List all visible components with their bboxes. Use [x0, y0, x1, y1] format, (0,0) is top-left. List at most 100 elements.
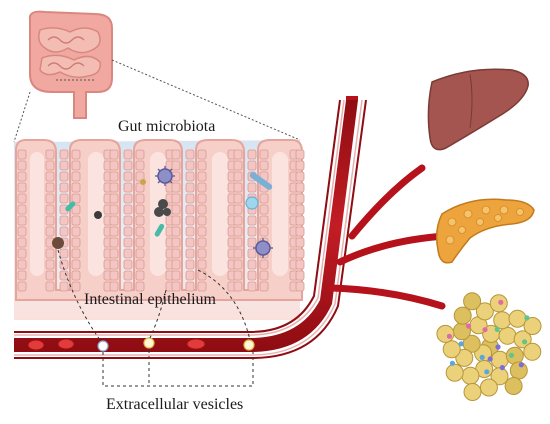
epithelial-cell [59, 182, 69, 193]
adipocyte [508, 309, 527, 328]
epithelial-cell [17, 160, 27, 171]
immune-cell-dot [446, 333, 452, 339]
epithelial-cell [135, 204, 145, 215]
epithelial-cell [123, 226, 133, 237]
epithelial-cell [109, 281, 119, 292]
epithelial-cell [171, 270, 181, 281]
epithelial-cell [247, 149, 257, 160]
adipocyte [463, 292, 482, 311]
adipocyte [490, 350, 509, 369]
epithelial-cell [17, 182, 27, 193]
epithelial-cell [17, 270, 27, 281]
epithelial-cell [45, 171, 55, 182]
epithelial-cell [71, 237, 81, 248]
epithelial-cell [197, 259, 207, 270]
immune-cell-dot [522, 339, 528, 345]
epithelial-cell [71, 259, 81, 270]
extracellular-vesicles-in-vessel [97, 337, 255, 352]
epithelial-cell [197, 193, 207, 204]
epithelial-cell [59, 171, 69, 182]
epithelial-cell [259, 204, 269, 215]
epithelial-cell [71, 149, 81, 160]
epithelial-cell [259, 259, 269, 270]
epithelial-cell [135, 281, 145, 292]
epithelial-cell [295, 171, 305, 182]
epithelial-cell [123, 248, 133, 259]
epithelial-cell [17, 193, 27, 204]
epithelial-cell [233, 248, 243, 259]
immune-cell-dot [466, 323, 472, 329]
epithelial-cell [247, 226, 257, 237]
epithelial-cell [171, 193, 181, 204]
epithelial-cell [45, 204, 55, 215]
epithelial-cell [185, 226, 195, 237]
epithelial-cell [295, 182, 305, 193]
immune-cell-dot [458, 341, 464, 347]
epithelial-cell [197, 215, 207, 226]
adipocyte [523, 317, 542, 335]
epithelial-cell [123, 259, 133, 270]
epithelial-cell [197, 160, 207, 171]
adipose-tissue-illustration [436, 292, 542, 401]
immune-cell-dot [498, 299, 504, 305]
epithelial-cell [295, 259, 305, 270]
epithelial-cell [71, 171, 81, 182]
epithelial-cell [123, 171, 133, 182]
epithelial-cell [45, 182, 55, 193]
epithelial-cell [295, 193, 305, 204]
epithelial-cell [247, 270, 257, 281]
epithelial-cell [59, 281, 69, 292]
epithelial-cell [233, 193, 243, 204]
epithelial-cell [185, 171, 195, 182]
epithelial-cell [295, 204, 305, 215]
epithelial-cell [45, 193, 55, 204]
virus-microbe [155, 166, 175, 186]
epithelial-cell [59, 149, 69, 160]
adipocyte [463, 383, 482, 401]
pancreas-illustration [435, 198, 535, 264]
epithelial-cell [109, 248, 119, 259]
epithelial-cell [71, 215, 81, 226]
epithelial-cell [171, 204, 181, 215]
red-blood-cells [27, 338, 206, 351]
epithelial-cell [109, 237, 119, 248]
epithelial-cell [123, 149, 133, 160]
epithelial-cell [123, 193, 133, 204]
epithelial-cell [17, 149, 27, 160]
epithelial-cell [259, 149, 269, 160]
epithelial-cell [197, 149, 207, 160]
epithelial-cell [185, 193, 195, 204]
epithelial-cell [45, 281, 55, 292]
epithelial-cell [295, 237, 305, 248]
adipocyte [475, 302, 494, 321]
epithelial-cell [135, 237, 145, 248]
epithelial-cell [59, 248, 69, 259]
epithelial-cell [45, 259, 55, 270]
epithelial-cell [135, 193, 145, 204]
epithelial-cell [295, 149, 305, 160]
gut-microbiota-label: Gut microbiota [118, 118, 216, 135]
epithelial-cell [59, 193, 69, 204]
epithelial-cell [247, 160, 257, 171]
epithelial-cell [135, 160, 145, 171]
epithelial-cell [59, 270, 69, 281]
epithelial-cell [17, 226, 27, 237]
epithelial-cell [247, 182, 257, 193]
immune-cell-dot [518, 362, 524, 368]
epithelial-cell [197, 248, 207, 259]
epithelial-cell [171, 182, 181, 193]
epithelial-cell [185, 270, 195, 281]
epithelial-cell [185, 204, 195, 215]
epithelial-cell [109, 259, 119, 270]
epithelial-cell [185, 160, 195, 171]
epithelial-cell [109, 270, 119, 281]
epithelial-cell [171, 248, 181, 259]
epithelial-cell [59, 226, 69, 237]
epithelial-cell [45, 160, 55, 171]
immune-cell-dot [484, 369, 490, 375]
epithelial-cell [109, 226, 119, 237]
epithelial-cell [197, 226, 207, 237]
epithelial-cell [185, 248, 195, 259]
epithelial-cell [45, 270, 55, 281]
zoom-lines [13, 59, 301, 143]
